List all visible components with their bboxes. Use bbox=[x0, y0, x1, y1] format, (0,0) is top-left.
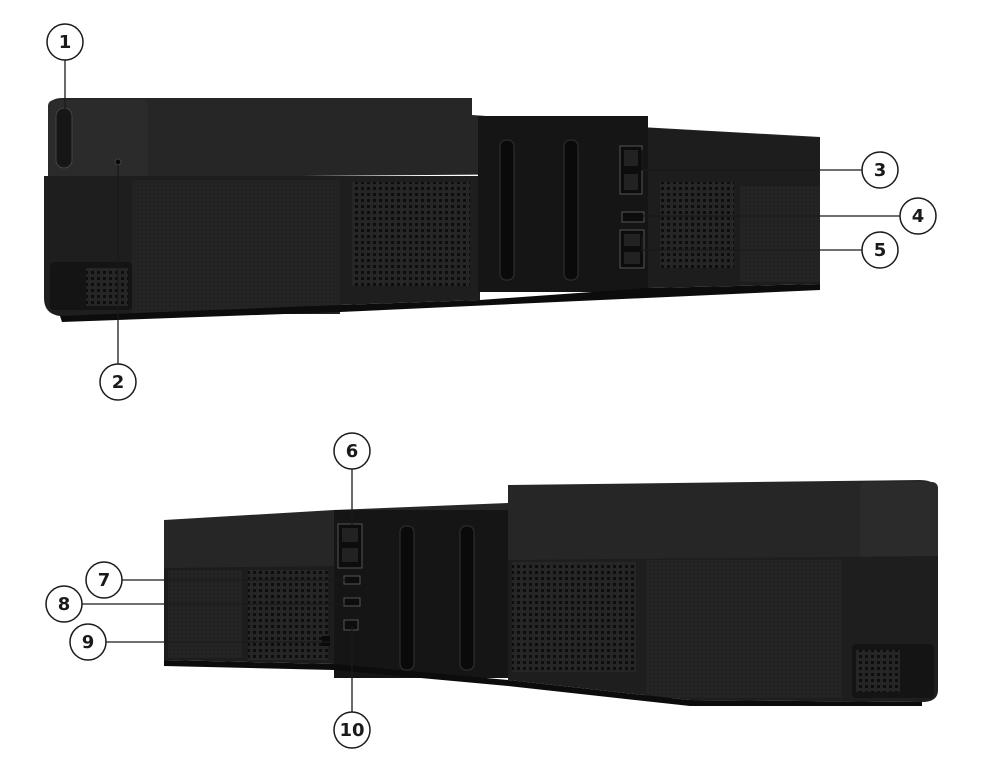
callout-10: 10 bbox=[333, 711, 371, 749]
callout-10-label: 10 bbox=[339, 720, 364, 741]
callout-3-label: 3 bbox=[874, 160, 887, 181]
cable-clips-top bbox=[499, 139, 579, 281]
callout-2: 2 bbox=[99, 363, 137, 401]
callout-9: 9 bbox=[69, 623, 107, 661]
callout-8: 8 bbox=[45, 585, 83, 623]
callout-1-label: 1 bbox=[59, 32, 72, 53]
callout-5: 5 bbox=[861, 231, 899, 269]
callout-6: 6 bbox=[333, 432, 371, 470]
callout-2-label: 2 bbox=[112, 372, 125, 393]
callout-3: 3 bbox=[861, 151, 899, 189]
callout-4-label: 4 bbox=[912, 206, 925, 227]
device-top-view bbox=[44, 98, 820, 322]
device-bottom-view bbox=[164, 480, 938, 706]
callout-7-label: 7 bbox=[98, 570, 111, 591]
callout-4: 4 bbox=[899, 197, 937, 235]
callout-1: 1 bbox=[46, 23, 84, 61]
callout-7: 7 bbox=[85, 561, 123, 599]
callout-8-label: 8 bbox=[58, 594, 71, 615]
leader-lines bbox=[64, 60, 900, 712]
callout-5-label: 5 bbox=[874, 240, 887, 261]
callout-9-label: 9 bbox=[82, 632, 95, 653]
cable-clips-bottom bbox=[399, 525, 475, 671]
callout-6-label: 6 bbox=[346, 441, 359, 462]
